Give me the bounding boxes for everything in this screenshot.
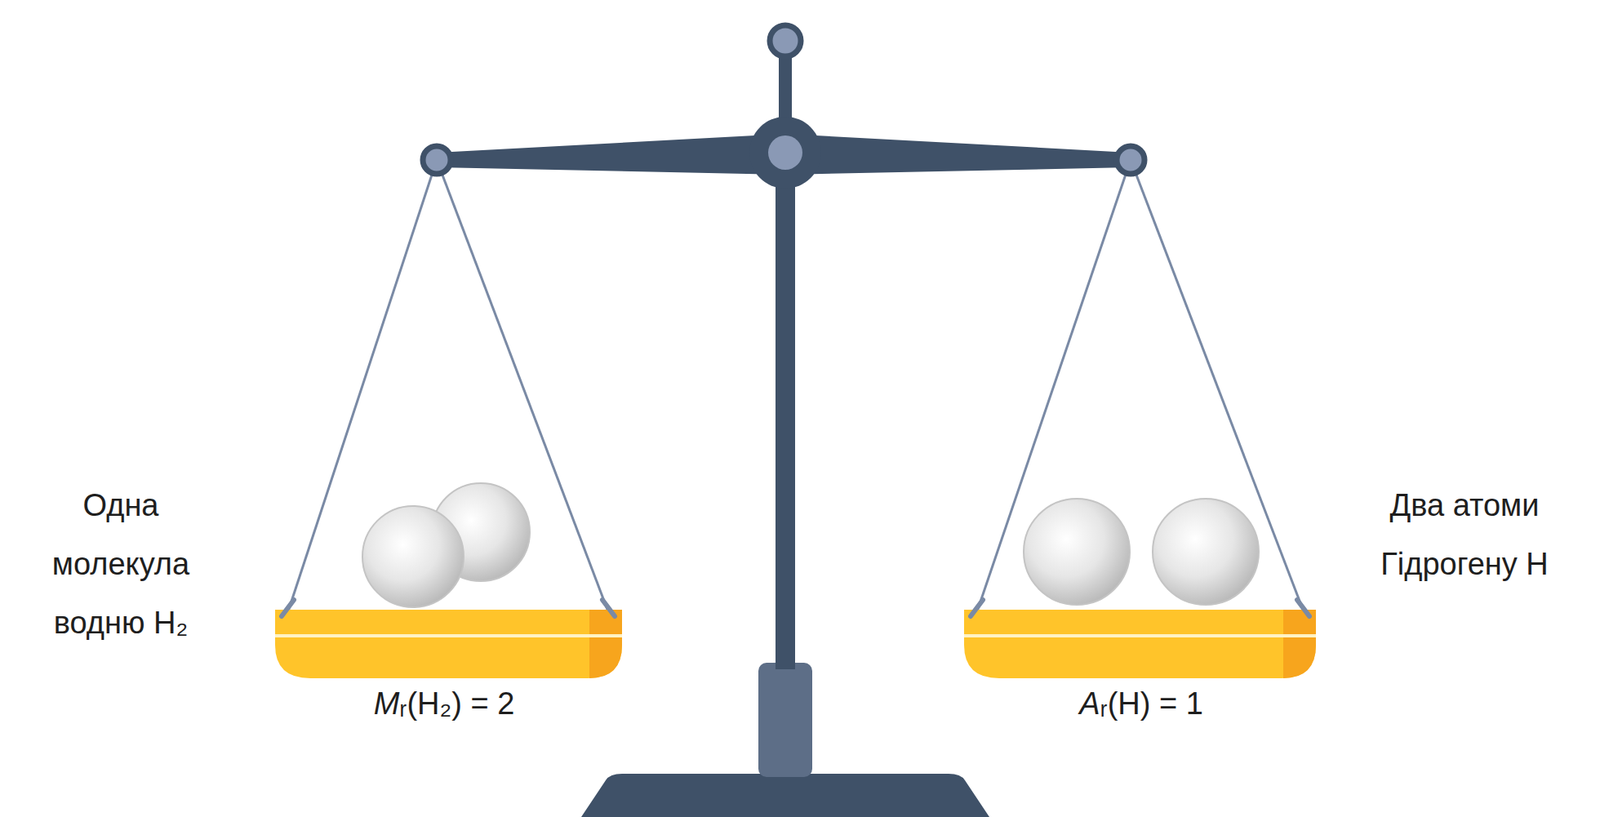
beam-hinge xyxy=(422,146,451,174)
pan-caption: Два атоми Гідрогену H xyxy=(1342,475,1587,594)
beam-pivot xyxy=(749,116,822,189)
hydrogen-atom xyxy=(362,506,464,608)
scale-post xyxy=(775,146,796,670)
pan xyxy=(964,609,1316,679)
scale-beam xyxy=(436,133,1131,175)
string xyxy=(1130,160,1305,614)
hydrogen-molecule xyxy=(362,483,530,608)
scale-column xyxy=(758,662,813,778)
beam-pivot-center xyxy=(768,135,803,170)
pan-hook xyxy=(970,600,983,617)
pan-stripe xyxy=(964,634,1316,638)
pan-strings xyxy=(287,160,1305,614)
scale-knob xyxy=(769,25,801,57)
string xyxy=(976,160,1131,614)
pan-caption: Одна молекула водню H₂ xyxy=(22,475,219,653)
mass-formula: Aᵣ(H) = 1 xyxy=(1079,684,1204,723)
scale-base xyxy=(581,773,990,817)
pan xyxy=(275,609,623,679)
pan-hook xyxy=(281,600,294,617)
pan-stripe xyxy=(275,634,623,638)
beam-hinge xyxy=(1116,146,1145,174)
hydrogen-atoms xyxy=(1023,498,1259,605)
pan-shade xyxy=(589,609,623,679)
mass-formula: Mᵣ(H₂) = 2 xyxy=(373,684,516,723)
left-pan xyxy=(275,600,623,679)
hydrogen-atom xyxy=(1023,498,1130,605)
hydrogen-atom xyxy=(1152,498,1259,605)
pan-hook xyxy=(602,600,615,617)
right-pan xyxy=(964,600,1316,679)
pan-shade xyxy=(1283,609,1316,679)
pan-hook xyxy=(1297,600,1310,617)
